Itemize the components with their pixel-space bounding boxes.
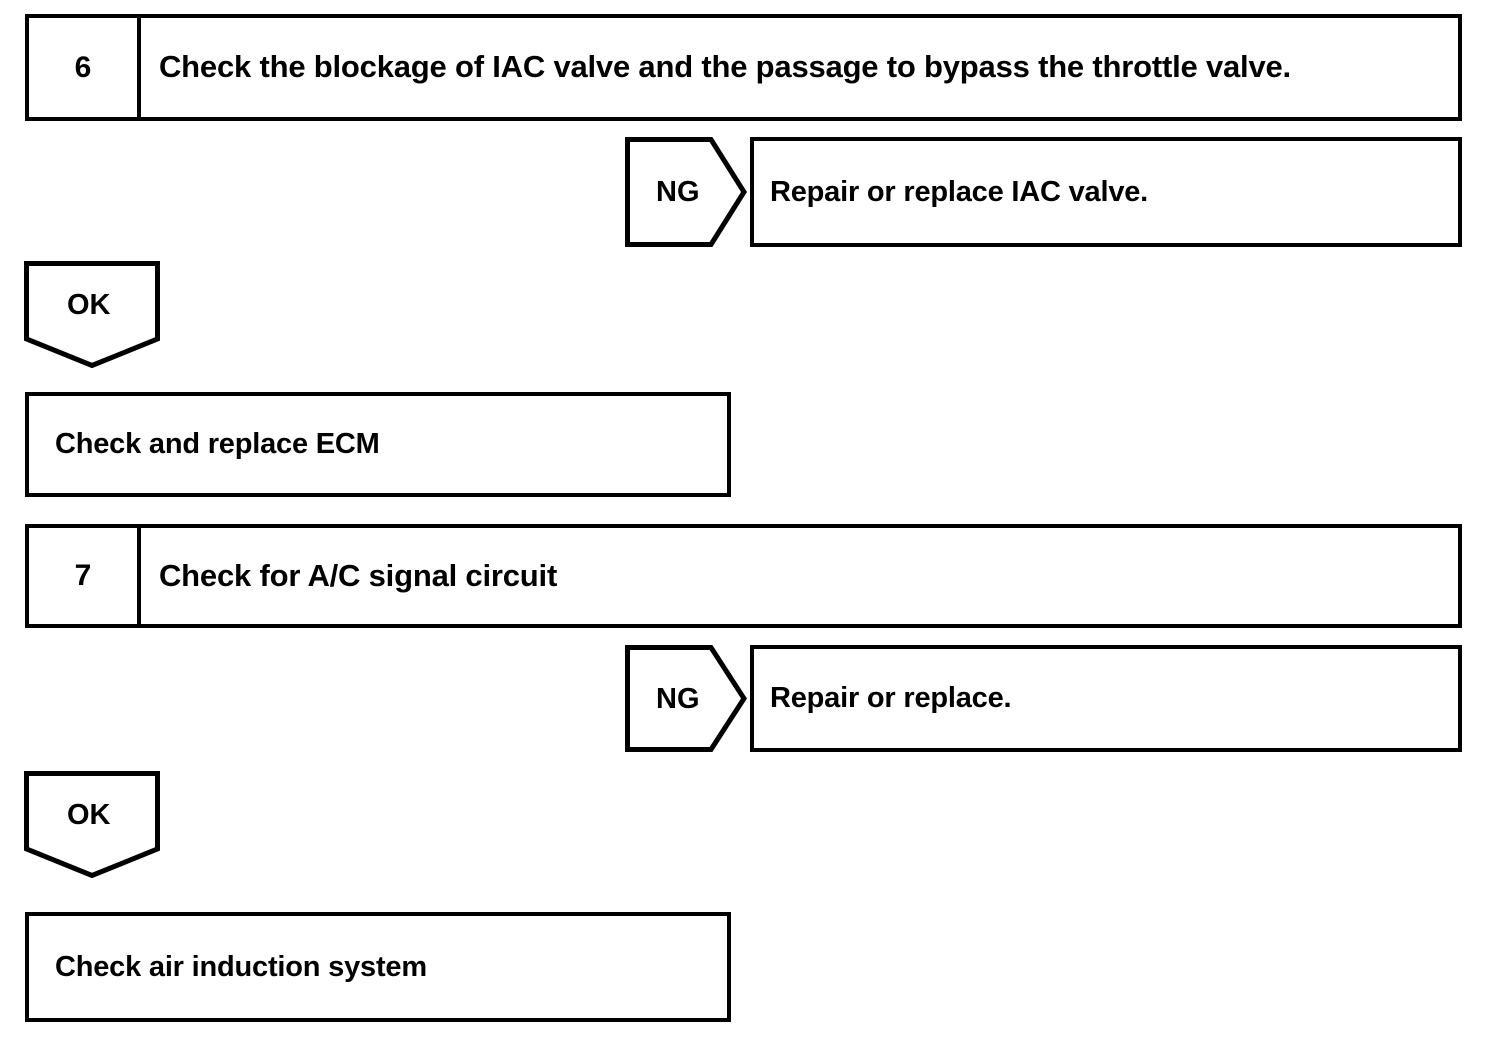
action-text-check-air-induction-system: Check air induction system — [55, 950, 427, 983]
branch-arrow-ok-1[interactable]: OK — [24, 261, 160, 368]
branch-label-ng-1: NG — [656, 176, 700, 208]
action-text-check-replace-ecm: Check and replace ECM — [55, 428, 380, 461]
ng-pentagon-icon — [625, 137, 747, 247]
ok-pentagon-icon — [24, 771, 160, 878]
action-text-repair-or-replace: Repair or replace. — [770, 682, 1012, 715]
branch-label-ng-2: NG — [656, 683, 700, 715]
step-number-7: 7 — [29, 528, 141, 624]
branch-label-ok-1: OK — [67, 289, 111, 321]
branch-arrow-ng-1[interactable]: NG — [625, 137, 747, 247]
action-box-repair-iac-valve[interactable]: Repair or replace IAC valve. — [750, 137, 1462, 247]
step-box-7[interactable]: 7 Check for A/C signal circuit — [25, 524, 1462, 628]
action-box-check-replace-ecm[interactable]: Check and replace ECM — [25, 392, 731, 497]
action-box-repair-or-replace[interactable]: Repair or replace. — [750, 645, 1462, 752]
branch-label-ok-2: OK — [67, 799, 111, 831]
branch-arrow-ok-2[interactable]: OK — [24, 771, 160, 878]
step-number-6: 6 — [29, 18, 141, 117]
step-box-6[interactable]: 6 Check the blockage of IAC valve and th… — [25, 14, 1462, 121]
step-text-6: Check the blockage of IAC valve and the … — [159, 49, 1291, 85]
ng-pentagon-icon — [625, 645, 747, 752]
action-text-repair-iac-valve: Repair or replace IAC valve. — [770, 175, 1149, 208]
ok-pentagon-icon — [24, 261, 160, 368]
action-box-check-air-induction-system[interactable]: Check air induction system — [25, 912, 731, 1022]
branch-arrow-ng-2[interactable]: NG — [625, 645, 747, 752]
step-text-7: Check for A/C signal circuit — [159, 557, 558, 593]
